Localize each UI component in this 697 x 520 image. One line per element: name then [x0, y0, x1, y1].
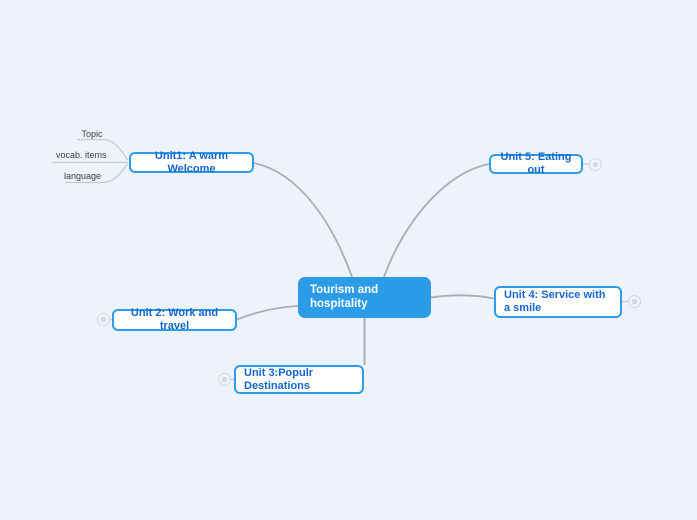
- subtopic-vocab-items[interactable]: vocab. items: [56, 150, 107, 160]
- connector-central-unit5: [383, 163, 490, 278]
- collapse-badge-icon: [222, 377, 227, 382]
- connector-central-unit2: [236, 305, 299, 321]
- connector-central-unit1: [253, 162, 353, 278]
- branchline-language: [65, 163, 129, 184]
- collapse-badge-icon: [632, 299, 637, 304]
- node-label: Unit 2: Work and travel: [130, 307, 219, 332]
- subtopic-label: vocab. items: [56, 150, 107, 160]
- subtopic-language[interactable]: language: [64, 171, 101, 181]
- node-unit1-a-warm-welcome[interactable]: Unit1: A warm Welcome: [129, 149, 254, 175]
- central-node-label: Tourism and hospitality: [310, 284, 379, 310]
- node-unit5-eating-out[interactable]: Unit 5: Eating out: [489, 151, 583, 176]
- collapse-badge-unit4[interactable]: [628, 295, 641, 308]
- subtopic-label: language: [64, 171, 102, 181]
- collapse-badge-unit3[interactable]: [218, 373, 231, 386]
- collapse-badge-unit2[interactable]: [97, 313, 110, 326]
- node-unit2-work-and-travel[interactable]: Unit 2: Work and travel: [112, 307, 237, 332]
- node-label: Unit 3:Populr Destinations: [244, 366, 314, 392]
- node-label: Unit 4: Service with a smile: [504, 289, 606, 314]
- node-unit4-service-with-a-smile[interactable]: Unit 4: Service with a smile: [494, 286, 622, 318]
- connector-central-unit4: [430, 294, 495, 300]
- branchline-topic: [77, 138, 129, 161]
- subtopic-label: Topic: [81, 129, 103, 139]
- collapse-badge-icon: [101, 317, 106, 322]
- node-unit3-populr-destinations[interactable]: Unit 3:Populr Destinations: [234, 365, 364, 394]
- central-node-tourism-and-hospitality[interactable]: Tourism and hospitality: [298, 277, 431, 318]
- node-label: Unit 5: Eating out: [500, 151, 572, 176]
- node-label: Unit1: A warm Welcome: [154, 149, 229, 175]
- collapse-badge-icon: [593, 162, 598, 167]
- subtopic-topic[interactable]: Topic: [74, 129, 110, 139]
- collapse-badge-unit5[interactable]: [589, 158, 602, 171]
